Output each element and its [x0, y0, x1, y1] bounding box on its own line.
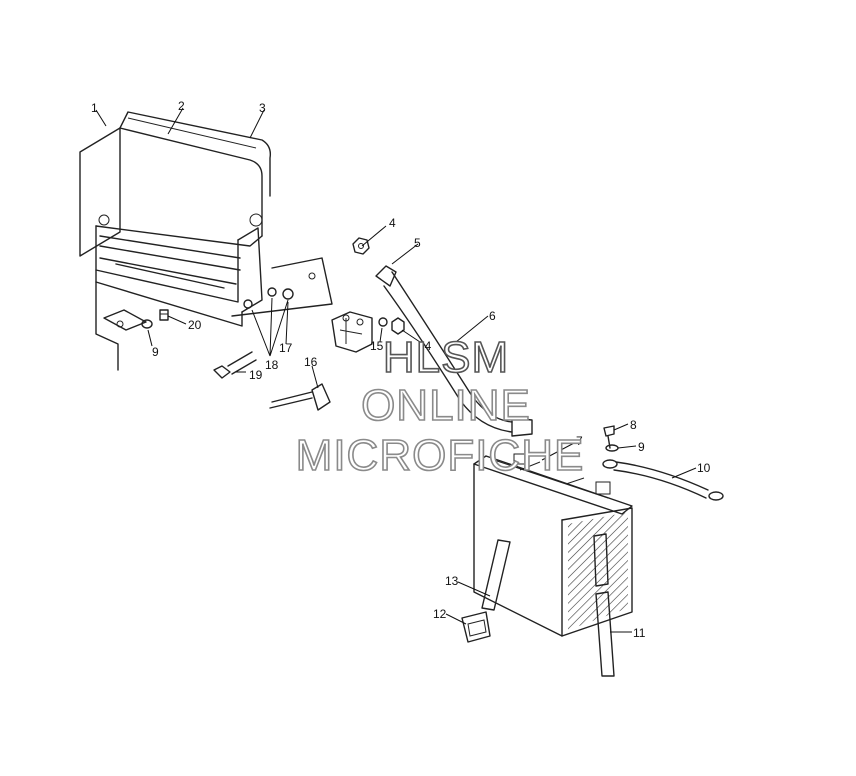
- bolts-17-18: [243, 287, 294, 309]
- solenoid: [331, 311, 373, 353]
- leader-lines: [95, 107, 697, 633]
- callout-7: 7: [576, 434, 583, 448]
- callout-20: 20: [188, 318, 202, 332]
- terminal-screw-8: [603, 425, 615, 449]
- callout-6: 6: [489, 309, 496, 323]
- callout-11: 11: [633, 626, 646, 640]
- watermark-line-3: MICROFICHE: [296, 431, 585, 480]
- washer-9-right: [605, 444, 619, 452]
- callout-9-right: 9: [638, 440, 645, 454]
- callout-17: 17: [279, 341, 293, 355]
- nut-14: [391, 317, 405, 335]
- callout-12: 12: [433, 607, 447, 621]
- battery-tray: [95, 213, 263, 313]
- callout-10: 10: [697, 461, 711, 475]
- callout-9-left: 9: [152, 345, 159, 359]
- callout-1: 1: [91, 101, 98, 115]
- callout-5: 5: [414, 236, 421, 250]
- callout-14: 14: [418, 339, 432, 353]
- callout-13: 13: [445, 574, 459, 588]
- callout-labels: 1 2 3 4 5 6 7 8 9 9 10 11 12 13 14 15 16…: [91, 99, 711, 640]
- callout-4: 4: [389, 216, 396, 230]
- watermark-line-2: ONLINE: [361, 381, 531, 430]
- callout-16: 16: [304, 355, 318, 369]
- callout-2: 2: [178, 99, 185, 113]
- washer-15: [378, 317, 388, 327]
- callout-15: 15: [370, 339, 384, 353]
- callout-18: 18: [265, 358, 279, 372]
- bolt-20: [159, 309, 169, 321]
- cable-16: [269, 383, 331, 411]
- battery-strap-11: [593, 533, 615, 677]
- watermark: HLSM ONLINE MICROFICHE: [295, 332, 585, 481]
- callout-3: 3: [259, 101, 266, 115]
- callout-19: 19: [249, 368, 263, 382]
- watermark-line-1: HLSM: [383, 333, 509, 382]
- battery: [473, 453, 633, 637]
- strap-buckle-12: [461, 611, 491, 643]
- ground-cable-10: [602, 459, 724, 501]
- battery-strap-13: [481, 539, 511, 611]
- callout-8: 8: [630, 418, 637, 432]
- mounting-bracket: [95, 257, 333, 371]
- lock-nut-4: [352, 237, 370, 255]
- cable-5: [375, 265, 533, 437]
- washer-9-left: [141, 319, 153, 329]
- battery-box-cover: [79, 111, 272, 257]
